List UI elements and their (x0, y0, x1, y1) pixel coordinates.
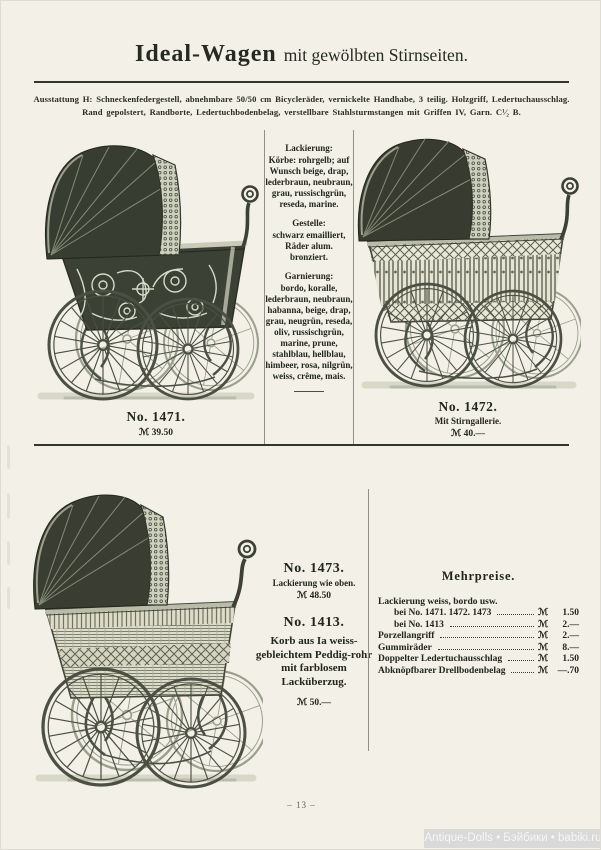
currency-symbol: ℳ (538, 619, 549, 630)
mehrpreise-row-label: Abknöpfbarer Drellbodenbelag (378, 665, 506, 676)
mehrpreise-row: bei No. 1413 ℳ 2.— (378, 620, 579, 632)
currency-symbol: ℳ (538, 608, 549, 618)
product-price-1473: ℳ 48.50 (297, 591, 331, 601)
lackierung-body-text: rohrgelb; auf Wunsch beige, drap, lederb… (265, 155, 353, 209)
page-title: Ideal-Wagen mit gewölbten Stirnseiten. (1, 41, 600, 68)
product-number-1471: No. 1471. (126, 409, 186, 424)
lackierung-body: Körbe: rohrgelb; auf Wunsch beige, drap,… (265, 155, 352, 209)
divider-vertical-left (264, 130, 265, 444)
ausstattung-line1-text: Schneckenfedergestell, abnehmbare 50/50 … (96, 94, 570, 104)
mehrpreise-section: Mehrpreise. Lackierung weiss, bordo usw.… (378, 569, 579, 678)
garnierung-heading: Garnierung: (284, 271, 334, 281)
pram-illustration-1471 (37, 145, 260, 401)
lackierung-heading: Lackierung: (285, 143, 333, 153)
product-note-1473: Lackierung wie oben. (272, 578, 356, 588)
dot-leader (508, 660, 534, 662)
garnierung-body: bordo, koralle, lederbraun, neubraun, ha… (265, 283, 353, 381)
dot-leader (449, 625, 534, 627)
product-column: No. 1473. Lackierung wie oben. ℳ 48.50 N… (255, 561, 373, 708)
caption-1471: No. 1471. ℳ 39.50 (41, 409, 271, 438)
product-number-1413: No. 1413. (283, 615, 345, 630)
ausstattung-label: Ausstattung H: (33, 94, 93, 104)
page-title-main: Ideal-Wagen (135, 41, 277, 67)
ausstattung-line1: Ausstattung H: Schneckenfedergestell, ab… (29, 93, 574, 106)
mehrpreise-row-label: bei No. 1413 (394, 619, 444, 630)
mehrpreise-row: Porzellangriff ℳ 2.— (378, 631, 579, 643)
binding-mark (7, 445, 10, 469)
currency-symbol: ℳ (538, 642, 549, 653)
mehrpreise-row-label: Gummiräder (378, 642, 432, 653)
product-description-1413: Korb aus Ia weiss-gebleichtem Peddig-roh… (255, 635, 373, 688)
mehrpreise-group-label: Lackierung weiss, bordo usw. (378, 597, 498, 607)
title-rule (34, 81, 569, 83)
ausstattung-line2: Rand gepolstert, Randborte, Ledertuchbod… (82, 107, 521, 117)
mehrpreise-row: Doppelter Ledertuchausschlag ℳ 1.50 (378, 654, 579, 666)
page-title-sub: mit gewölbten Stirnseiten. (283, 45, 468, 65)
mehrpreise-row-label: Doppelter Ledertuchausschlag (378, 654, 503, 665)
divider-vertical-bottom (368, 489, 369, 751)
caption-1472: No. 1472. Mit Stirngallerie. ℳ 40.— (355, 399, 581, 439)
mehrpreise-row: bei No. 1471. 1472. 1473 ℳ 1.50 (378, 608, 579, 620)
mehrpreise-row-price: 1.50 (562, 608, 579, 618)
spec-end-rule (294, 391, 324, 392)
mehrpreise-title: Mehrpreise. (441, 569, 516, 583)
watermark: Antique-Dolls • Бэйбики • babiki.ru (424, 829, 600, 848)
page-number: – 13 – (287, 800, 316, 810)
mehrpreise-row: Gummiräder ℳ 8.— (378, 643, 579, 655)
currency-symbol: ℳ (538, 654, 549, 665)
mehrpreise-row-price: 2.— (562, 619, 579, 630)
section-rule (34, 444, 569, 446)
product-price-1471: ℳ 39.50 (139, 428, 173, 438)
mehrpreise-row-price: 1.50 (562, 654, 579, 665)
gestelle-body: schwarz emailliert, Räder alum. bronzier… (272, 230, 346, 262)
currency-symbol: ℳ (538, 631, 549, 642)
mehrpreise-row-label: bei No. 1471. 1472. 1473 (394, 608, 492, 618)
product-price-1472: ℳ 40.— (451, 429, 485, 439)
product-number-1472: No. 1472. (438, 399, 498, 414)
dot-leader (437, 648, 534, 650)
pram-illustration-1472 (357, 138, 581, 389)
product-note-1472: Mit Stirngallerie. (434, 416, 502, 426)
spec-column: Lackierung: Körbe: rohrgelb; auf Wunsch … (265, 135, 353, 443)
mehrpreise-row: Abknöpfbarer Drellbodenbelag ℳ —.70 (378, 666, 579, 678)
dot-leader (440, 637, 534, 639)
gestelle-heading: Gestelle: (292, 218, 326, 228)
lackierung-lead: Körbe: (268, 155, 297, 165)
ausstattung-paragraph: Ausstattung H: Schneckenfedergestell, ab… (29, 93, 574, 119)
divider-vertical-right (353, 130, 354, 444)
binding-mark (7, 493, 10, 519)
binding-mark (7, 587, 10, 609)
binding-mark (7, 541, 10, 565)
currency-symbol: ℳ (538, 665, 549, 676)
mehrpreise-row-price: —.70 (557, 665, 579, 676)
dot-leader (511, 671, 534, 673)
mehrpreise-row-label: Porzellangriff (378, 631, 435, 642)
pram-illustration-1473 (33, 494, 263, 789)
product-price-1413: ℳ 50.— (297, 698, 331, 708)
mehrpreise-row-price: 2.— (562, 631, 579, 642)
mehrpreise-row-price: 8.— (562, 642, 579, 653)
spacer (255, 601, 373, 615)
product-number-1473: No. 1473. (283, 561, 345, 576)
dot-leader (497, 614, 534, 615)
